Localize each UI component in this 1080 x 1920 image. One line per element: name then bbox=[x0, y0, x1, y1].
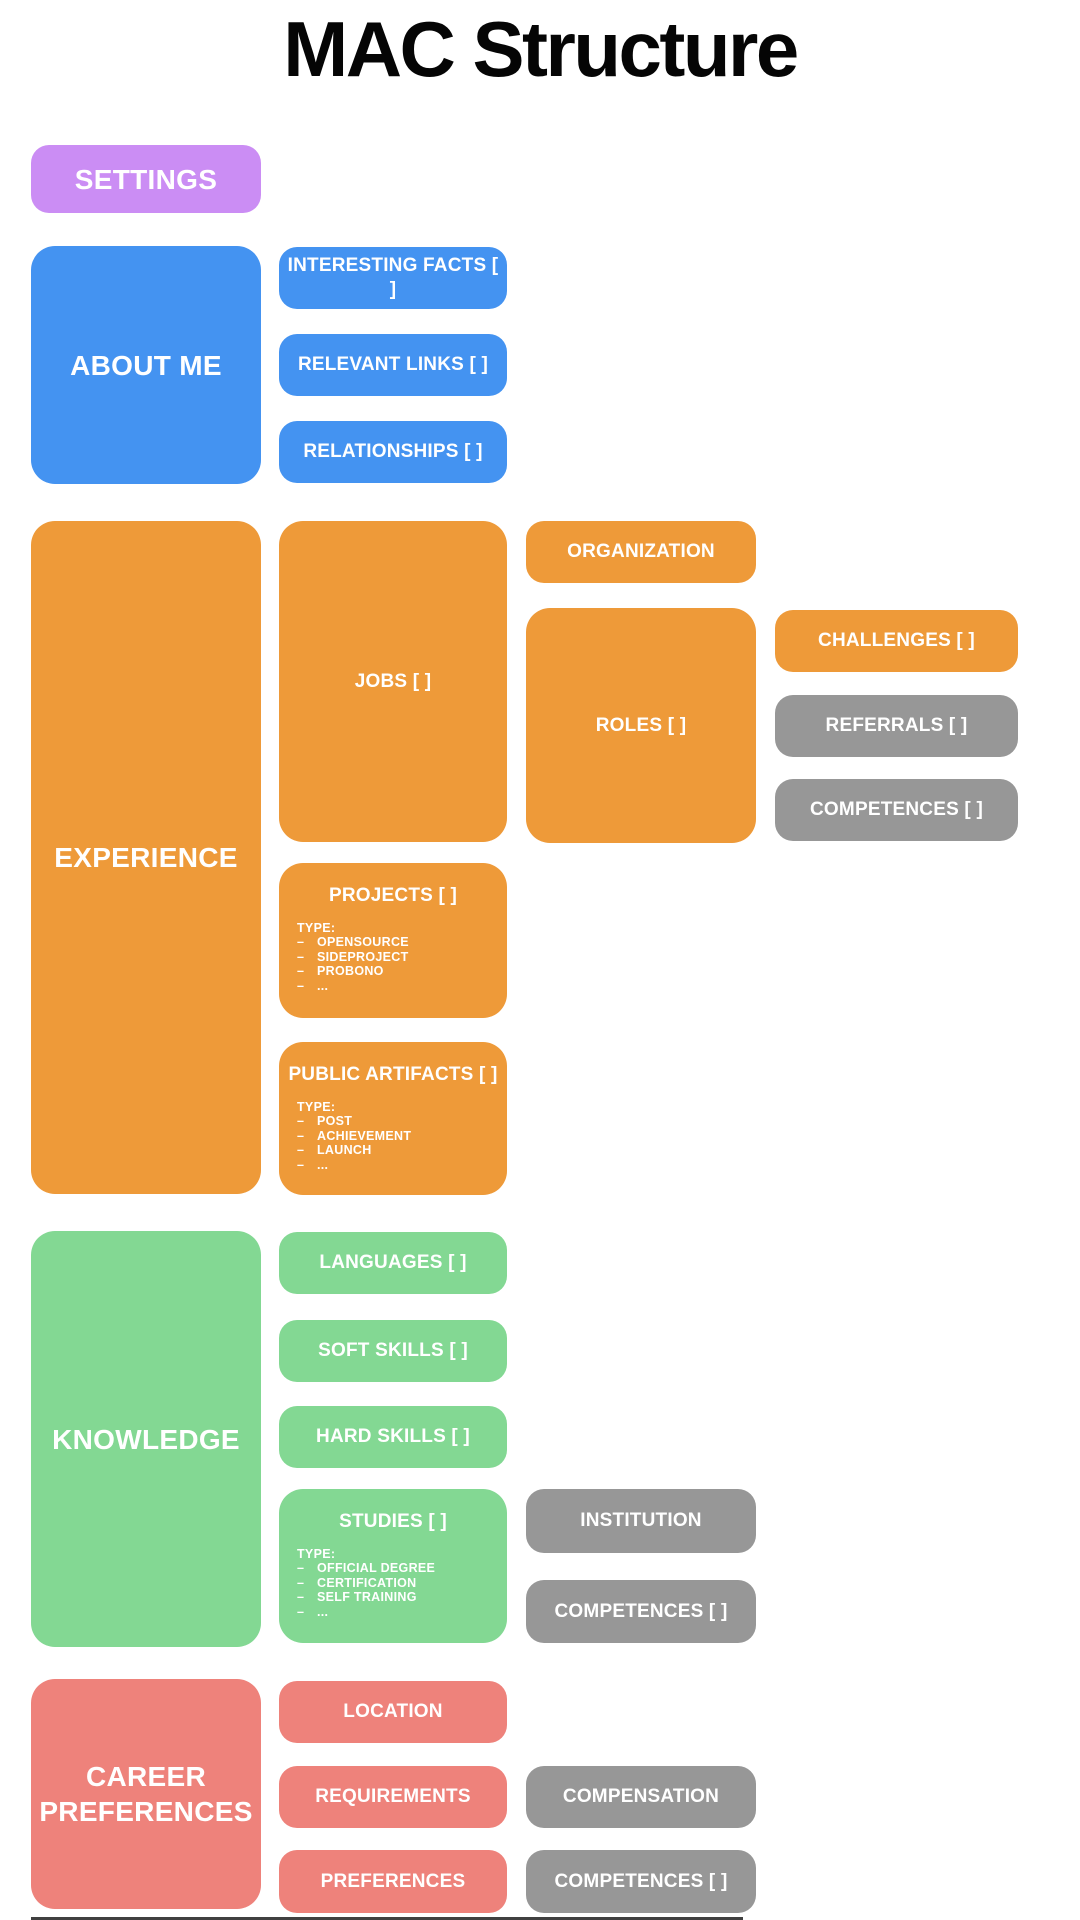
node-competences-roles-label: COMPETENCES [ ] bbox=[810, 799, 983, 821]
node-studies: STUDIES [ ] TYPE: –OFFICIAL DEGREE –CERT… bbox=[279, 1489, 507, 1643]
node-hard-skills-label: HARD SKILLS [ ] bbox=[316, 1426, 470, 1448]
list-item: –... bbox=[297, 1604, 329, 1619]
node-competences-preferences-label: COMPETENCES [ ] bbox=[554, 1870, 728, 1892]
node-public-artifacts-label: PUBLIC ARTIFACTS [ ] bbox=[288, 1064, 498, 1085]
node-referrals: REFERRALS [ ] bbox=[775, 695, 1018, 757]
node-career-preferences: CAREER PREFERENCES bbox=[31, 1679, 261, 1909]
node-preferences: PREFERENCES bbox=[279, 1850, 507, 1913]
list-item: –CERTIFICATION bbox=[297, 1575, 417, 1590]
node-knowledge-label: KNOWLEDGE bbox=[52, 1423, 240, 1455]
node-studies-label: STUDIES [ ] bbox=[339, 1511, 447, 1532]
node-organization: ORGANIZATION bbox=[526, 521, 756, 583]
node-hard-skills: HARD SKILLS [ ] bbox=[279, 1406, 507, 1468]
node-soft-skills-label: SOFT SKILLS [ ] bbox=[318, 1340, 468, 1362]
node-roles-label: ROLES [ ] bbox=[595, 714, 687, 736]
list-item: –POST bbox=[297, 1114, 353, 1129]
node-compensation: COMPENSATION bbox=[526, 1766, 756, 1828]
node-relevant-links: RELEVANT LINKS [ ] bbox=[279, 334, 507, 396]
list-item: –SELF TRAINING bbox=[297, 1590, 417, 1605]
node-challenges: CHALLENGES [ ] bbox=[775, 610, 1018, 672]
list-item: –LAUNCH bbox=[297, 1143, 372, 1158]
list-item: –... bbox=[297, 1157, 329, 1172]
node-location-label: LOCATION bbox=[343, 1701, 443, 1723]
node-roles: ROLES [ ] bbox=[526, 608, 756, 843]
node-experience: EXPERIENCE bbox=[31, 521, 261, 1194]
node-relationships-label: RELATIONSHIPS [ ] bbox=[303, 441, 483, 463]
node-requirements-label: REQUIREMENTS bbox=[315, 1786, 471, 1808]
node-jobs-label: JOBS [ ] bbox=[354, 670, 432, 692]
node-location: LOCATION bbox=[279, 1681, 507, 1743]
node-projects: PROJECTS [ ] TYPE: –OPENSOURCE –SIDEPROJ… bbox=[279, 863, 507, 1018]
node-soft-skills: SOFT SKILLS [ ] bbox=[279, 1320, 507, 1382]
node-settings-label: SETTINGS bbox=[74, 163, 218, 195]
node-studies-type-list: TYPE: –OFFICIAL DEGREE –CERTIFICATION –S… bbox=[279, 1534, 507, 1620]
node-career-preferences-label: CAREER PREFERENCES bbox=[39, 1761, 253, 1827]
node-interesting-facts-label: INTERESTING FACTS [ ] bbox=[287, 255, 499, 300]
node-jobs: JOBS [ ] bbox=[279, 521, 507, 842]
node-knowledge: KNOWLEDGE bbox=[31, 1231, 261, 1647]
node-relevant-links-label: RELEVANT LINKS [ ] bbox=[297, 354, 489, 376]
list-item: –OPENSOURCE bbox=[297, 935, 409, 950]
list-item: –OFFICIAL DEGREE bbox=[297, 1561, 436, 1576]
node-competences-studies: COMPETENCES [ ] bbox=[526, 1580, 756, 1643]
node-organization-label: ORGANIZATION bbox=[567, 541, 715, 563]
node-competences-roles: COMPETENCES [ ] bbox=[775, 779, 1018, 841]
page-title: MAC Structure bbox=[283, 5, 799, 93]
node-referrals-label: REFERRALS [ ] bbox=[825, 715, 968, 737]
node-preferences-label: PREFERENCES bbox=[320, 1870, 466, 1892]
node-projects-type-list: TYPE: –OPENSOURCE –SIDEPROJECT –PROBONO … bbox=[279, 908, 507, 994]
list-item: –PROBONO bbox=[297, 964, 384, 979]
node-institution-label: INSTITUTION bbox=[580, 1510, 702, 1532]
node-experience-label: EXPERIENCE bbox=[54, 842, 238, 873]
node-public-artifacts-type-list: TYPE: –POST –ACHIEVEMENT –LAUNCH –... bbox=[279, 1087, 507, 1173]
node-projects-label: PROJECTS [ ] bbox=[328, 885, 458, 906]
node-languages-label: LANGUAGES [ ] bbox=[319, 1252, 467, 1274]
node-about-me-label: ABOUT ME bbox=[70, 349, 222, 381]
list-item: –... bbox=[297, 978, 329, 993]
node-settings: SETTINGS bbox=[31, 145, 261, 213]
node-competences-preferences: COMPETENCES [ ] bbox=[526, 1850, 756, 1913]
node-relationships: RELATIONSHIPS [ ] bbox=[279, 421, 507, 483]
node-about-me: ABOUT ME bbox=[31, 246, 261, 484]
node-institution: INSTITUTION bbox=[526, 1489, 756, 1553]
list-item: –SIDEPROJECT bbox=[297, 949, 409, 964]
node-competences-studies-label: COMPETENCES [ ] bbox=[554, 1600, 728, 1622]
node-compensation-label: COMPENSATION bbox=[562, 1786, 720, 1808]
node-languages: LANGUAGES [ ] bbox=[279, 1232, 507, 1294]
node-interesting-facts: INTERESTING FACTS [ ] bbox=[279, 247, 507, 309]
list-item: –ACHIEVEMENT bbox=[297, 1128, 412, 1143]
node-public-artifacts: PUBLIC ARTIFACTS [ ] TYPE: –POST –ACHIEV… bbox=[279, 1042, 507, 1195]
node-challenges-label: CHALLENGES [ ] bbox=[818, 630, 975, 652]
bottom-cutoff-strip bbox=[31, 1917, 743, 1920]
node-requirements: REQUIREMENTS bbox=[279, 1766, 507, 1828]
